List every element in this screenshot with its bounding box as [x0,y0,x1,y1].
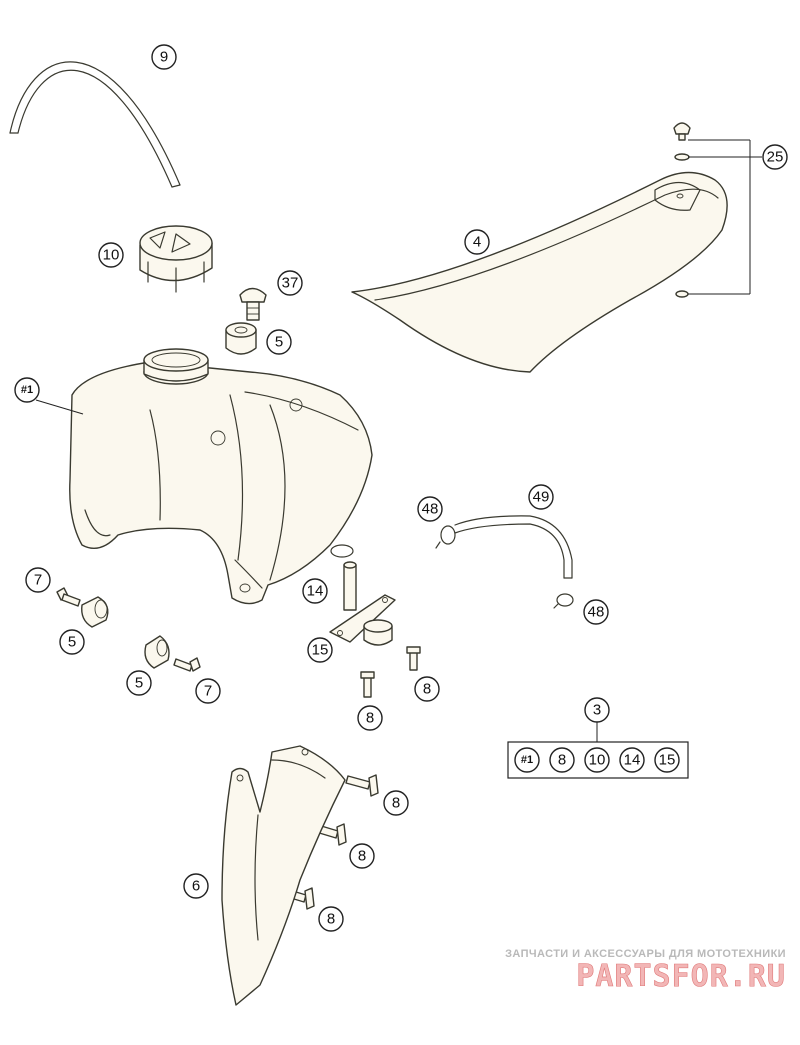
callout-3: 3 [584,697,610,723]
callout-37: 37 [277,270,303,296]
svg-text:48: 48 [588,604,605,621]
seat-part [351,171,728,373]
bolt-part-7b [173,657,201,672]
callout-15: 15 [307,637,333,663]
callout-48: 48 [583,599,609,625]
fuel-cap-part [139,225,213,293]
svg-text:9: 9 [160,49,168,66]
bolt-part-37 [239,287,267,321]
side-cover-part [221,745,346,1006]
svg-text:14: 14 [624,752,641,769]
svg-text:#1: #1 [521,754,533,766]
callout-9: 9 [151,44,177,70]
callout-49: 49 [528,484,554,510]
fuel-hose-part [454,515,573,579]
svg-text:14: 14 [307,583,324,600]
svg-text:5: 5 [68,634,76,651]
svg-text:#1: #1 [21,384,33,396]
kit-item-8: 8 [549,747,575,773]
svg-text:15: 15 [312,642,329,659]
svg-text:10: 10 [589,752,606,769]
bolt-part-7a [56,587,81,607]
callout-8: 8 [414,676,440,702]
screw-part [345,774,379,797]
vent-hose-part [9,61,181,188]
fuel-tank-part [69,348,373,605]
svg-text:8: 8 [423,681,431,698]
svg-text:8: 8 [327,911,335,928]
rubber-bushing-part [144,635,170,669]
svg-text:8: 8 [392,795,400,812]
kit-item-15: 15 [654,747,680,773]
rubber-bushing-part [225,322,257,355]
callout-1: #1 [14,377,40,403]
o-ring-part [330,544,354,558]
callout-10: 10 [98,242,124,268]
callout-14: 14 [302,578,328,604]
svg-text:8: 8 [558,752,566,769]
callout-5: 5 [126,670,152,696]
svg-text:3: 3 [593,702,601,719]
kit-item-1: #1 [514,747,540,773]
callout-5: 5 [59,629,85,655]
rubber-bushing-part [81,596,109,628]
screw-part [360,671,375,698]
callout-8: 8 [357,705,383,731]
svg-text:4: 4 [473,234,481,251]
kit-item-10: 10 [584,747,610,773]
svg-text:7: 7 [204,683,212,700]
callout-7: 7 [195,678,221,704]
fuel-tap-part [329,561,396,646]
callout-4: 4 [464,229,490,255]
callout-8: 8 [383,790,409,816]
hose-clamp-part [435,525,456,549]
svg-text:37: 37 [282,275,299,292]
callout-25: 25 [762,144,788,170]
watermark-brand: PARTSFOR.RU [576,959,786,994]
callout-8: 8 [318,906,344,932]
callout-6: 6 [183,873,209,899]
callout-7: 7 [25,567,51,593]
svg-text:5: 5 [135,675,143,692]
svg-text:6: 6 [192,878,200,895]
callout-48: 48 [417,496,443,522]
svg-text:8: 8 [366,710,374,727]
svg-text:25: 25 [767,149,784,166]
svg-text:48: 48 [422,501,439,518]
svg-text:5: 5 [275,334,283,351]
kit-item-14: 14 [619,747,645,773]
svg-text:49: 49 [533,489,550,506]
watermark: ЗАПЧАСТИ И АКСЕССУАРЫ ДЛЯ МОТОТЕХНИКИ PA… [486,948,786,994]
svg-text:15: 15 [659,752,676,769]
svg-text:8: 8 [358,848,366,865]
svg-text:7: 7 [34,572,42,589]
callout-8: 8 [349,843,375,869]
callout-5: 5 [266,329,292,355]
watermark-tagline: ЗАПЧАСТИ И АКСЕССУАРЫ ДЛЯ МОТОТЕХНИКИ [505,948,786,960]
hose-clamp-part [553,593,574,609]
svg-text:10: 10 [103,247,120,264]
screw-part [406,646,421,671]
